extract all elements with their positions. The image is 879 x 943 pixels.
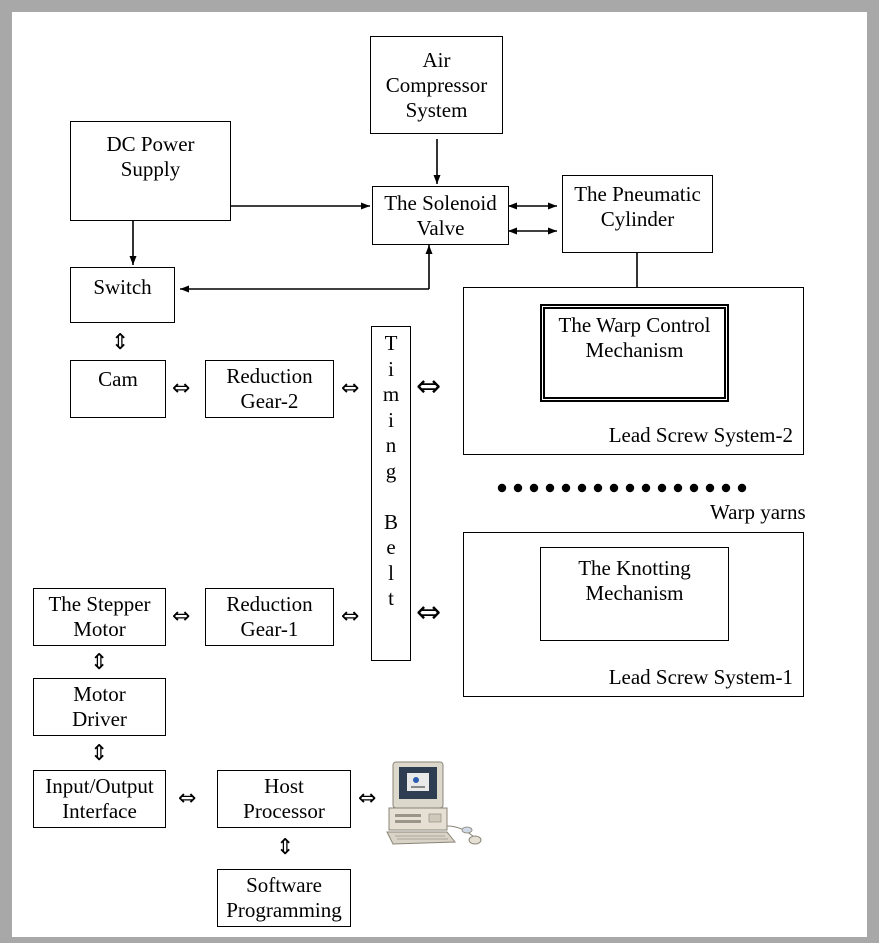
warp-control-mechanism-box: The Warp Control Mechanism [540, 304, 729, 402]
double-arrow-motor-gear1: ⇔ [172, 604, 191, 629]
double-arrow-gear1-belt: ⇔ [341, 604, 360, 629]
vertical-double-arrow-host-software: ⇕ [276, 835, 295, 860]
double-arrow-io-host: ⇔ [178, 786, 197, 811]
motor-driver-label: Motor Driver [72, 682, 127, 731]
host-processor-box: Host Processor [217, 770, 351, 828]
dc-power-supply-box: DC Power Supply [70, 121, 231, 221]
double-arrow-cam-gear2: ⇔ [172, 376, 191, 401]
timing-belt-char: i [388, 407, 394, 432]
switch-label: Switch [93, 275, 152, 299]
solenoid-valve-label: The Solenoid Valve [384, 190, 497, 240]
air-compressor-box: Air Compressor System [370, 36, 503, 134]
host-processor-label: Host Processor [243, 774, 325, 823]
motor-driver-box: Motor Driver [33, 678, 166, 736]
timing-belt-char: i [388, 356, 394, 381]
double-arrow-belt-warp: ⇔ [416, 369, 442, 404]
warp-yarns-label: Warp yarns [710, 500, 806, 524]
timing-belt-char: e [386, 535, 396, 559]
vertical-double-arrow-motor-driver: ⇕ [90, 650, 109, 675]
switch-box: Switch [70, 267, 175, 323]
reduction-gear-1-label: Reduction Gear-1 [226, 592, 313, 641]
vertical-double-arrow-driver-io: ⇕ [90, 741, 109, 766]
solenoid-valve-box: The Solenoid Valve [372, 186, 509, 245]
reduction-gear-2-label: Reduction Gear-2 [226, 364, 313, 413]
air-compressor-label: Air Compressor System [385, 47, 488, 122]
stepper-motor-box: The Stepper Motor [33, 588, 166, 646]
timing-belt-char: t [388, 586, 394, 610]
io-interface-label: Input/Output Interface [45, 774, 154, 823]
warp-control-mechanism-label: The Warp Control Mechanism [558, 313, 711, 362]
reduction-gear-2-box: Reduction Gear-2 [205, 360, 334, 418]
double-arrow-belt-knotting: ⇔ [416, 595, 442, 630]
stepper-motor-label: The Stepper Motor [48, 592, 151, 641]
timing-belt-char: B [383, 509, 398, 534]
double-arrow-gear2-belt: ⇔ [341, 376, 360, 401]
cam-label: Cam [98, 367, 138, 391]
knotting-mechanism-label: The Knotting Mechanism [578, 556, 691, 605]
computer-icon [386, 761, 482, 845]
timing-belt-char: l [388, 560, 394, 585]
pneumatic-cylinder-box: The Pneumatic Cylinder [562, 175, 713, 253]
lead-screw-system-1-label: Lead Screw System-1 [608, 665, 793, 689]
double-arrow-host-computer: ⇔ [358, 786, 377, 811]
cam-box: Cam [70, 360, 166, 418]
dc-power-supply-label: DC Power Supply [106, 132, 195, 181]
io-interface-box: Input/Output Interface [33, 770, 166, 828]
warp-yarn-dots [497, 483, 747, 493]
lead-screw-system-2-label: Lead Screw System-2 [608, 423, 793, 447]
knotting-mechanism-box: The Knotting Mechanism [540, 547, 729, 641]
vertical-double-arrow-switch-cam: ⇕ [111, 330, 130, 355]
reduction-gear-1-box: Reduction Gear-1 [205, 588, 334, 646]
pneumatic-cylinder-label: The Pneumatic Cylinder [574, 182, 701, 231]
software-programming-box: Software Programming [217, 869, 351, 927]
timing-belt-char: T [384, 331, 398, 355]
timing-belt-char: m [382, 382, 400, 406]
timing-belt-char: n [385, 433, 397, 457]
timing-belt-box: T i m i n g B e l t [371, 326, 411, 661]
timing-belt-char: g [385, 458, 397, 483]
software-programming-label: Software Programming [226, 873, 342, 922]
